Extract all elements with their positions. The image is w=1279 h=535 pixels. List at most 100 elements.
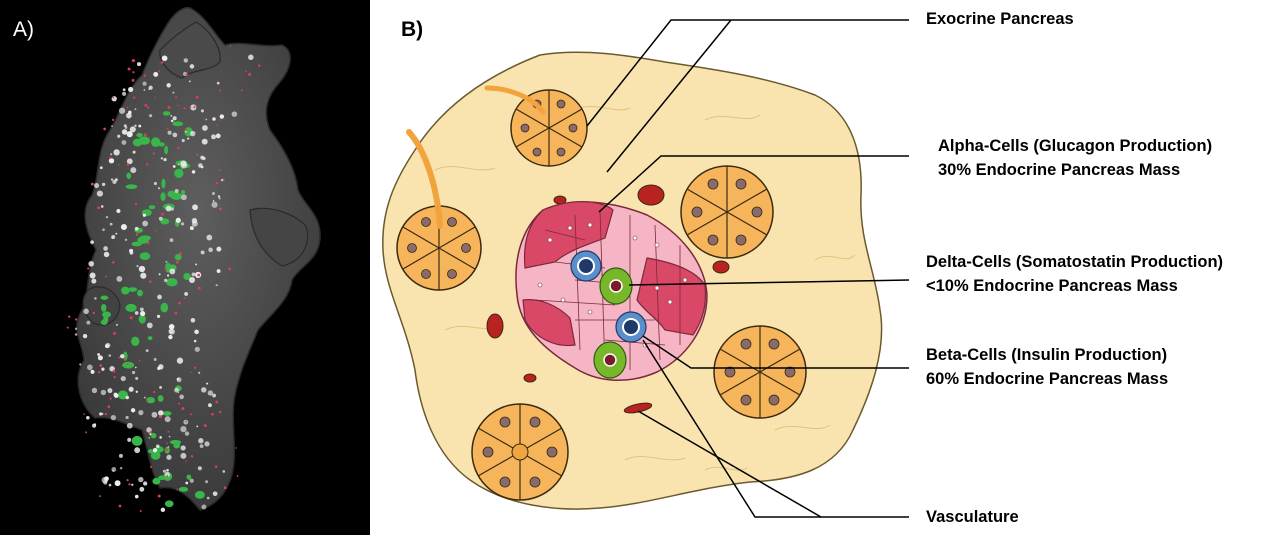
red-speck: [132, 59, 135, 62]
red-speck: [85, 431, 87, 433]
white-cell: [184, 292, 188, 296]
red-speck: [248, 73, 251, 76]
green-cell: [126, 184, 138, 189]
callout-vasculature: Vasculature: [926, 505, 1019, 529]
acinus-top: [511, 90, 587, 166]
white-cell: [109, 158, 114, 163]
red-speck: [87, 267, 89, 269]
red-speck: [112, 261, 115, 264]
white-cell: [223, 470, 226, 473]
red-speck: [161, 61, 164, 64]
white-cell: [208, 403, 212, 407]
white-cell: [117, 135, 120, 138]
red-speck: [148, 241, 150, 243]
red-speck: [144, 75, 146, 77]
panel-b-islet-diagram: B) Exocrine Pancreas Alpha-Cells (Glucag…: [375, 0, 1279, 535]
red-speck: [113, 332, 116, 335]
green-cell: [149, 205, 156, 209]
white-cell: [189, 80, 191, 82]
white-cell: [111, 236, 114, 239]
red-speck: [113, 370, 116, 373]
red-speck: [235, 447, 236, 448]
green-cell: [179, 487, 188, 492]
white-cell: [133, 151, 136, 154]
acinus-upper-right: [681, 166, 773, 258]
white-cell: [135, 367, 137, 369]
white-cell: [192, 273, 196, 277]
green-cell: [165, 500, 174, 507]
white-cell: [90, 273, 96, 279]
white-cell: [127, 131, 133, 137]
white-cell: [181, 194, 187, 200]
green-cell: [163, 411, 172, 416]
red-speck: [114, 376, 116, 378]
white-cell: [192, 204, 198, 210]
red-speck: [219, 89, 221, 91]
red-speck: [193, 106, 195, 108]
white-cell: [159, 386, 162, 389]
white-cell: [207, 497, 210, 500]
white-cell: [92, 424, 96, 428]
white-cell: [79, 363, 81, 365]
white-cell: [114, 393, 118, 397]
green-cell: [166, 278, 177, 286]
white-cell: [165, 416, 171, 422]
red-speck: [176, 261, 179, 264]
white-cell: [212, 202, 218, 208]
green-cell: [126, 304, 137, 312]
red-speck: [103, 128, 106, 131]
green-cell: [170, 440, 181, 444]
white-cell: [198, 372, 200, 374]
white-cell: [115, 480, 121, 486]
green-cell: [122, 362, 134, 369]
red-speck: [197, 274, 200, 277]
white-cell: [112, 180, 116, 184]
red-speck: [150, 466, 152, 468]
red-speck: [129, 367, 131, 369]
callout-delta-line1: Delta-Cells (Somatostatin Production): [926, 250, 1223, 274]
green-cell: [160, 303, 168, 313]
white-cell: [159, 273, 161, 275]
white-cell: [83, 309, 89, 315]
red-speck: [105, 276, 107, 278]
white-cell: [143, 214, 146, 217]
white-cell: [112, 96, 117, 101]
red-speck: [258, 65, 260, 67]
green-cell: [126, 173, 131, 179]
red-speck: [128, 483, 130, 485]
red-speck: [237, 475, 239, 477]
white-cell: [123, 88, 126, 91]
red-speck: [167, 431, 169, 433]
acinus-bottom: [472, 404, 568, 500]
green-cell: [139, 136, 150, 145]
red-speck: [153, 391, 155, 393]
white-cell: [157, 315, 160, 318]
white-cell: [195, 347, 200, 352]
white-cell: [217, 82, 220, 85]
white-cell: [190, 104, 196, 110]
red-speck: [219, 169, 221, 171]
red-speck: [118, 164, 119, 165]
white-cell: [121, 376, 126, 381]
white-cell: [173, 165, 176, 168]
white-cell: [205, 119, 207, 121]
white-cell: [196, 272, 198, 274]
white-cell: [201, 505, 206, 510]
white-cell: [122, 92, 126, 96]
white-cell: [168, 335, 172, 339]
white-cell: [148, 88, 150, 90]
white-cell: [159, 217, 163, 221]
red-speck: [219, 207, 222, 210]
white-cell: [248, 55, 253, 60]
white-cell: [192, 221, 198, 227]
red-speck: [126, 479, 128, 481]
red-speck: [181, 407, 184, 410]
red-speck: [83, 413, 85, 415]
white-cell: [147, 323, 153, 329]
white-cell: [137, 62, 141, 66]
callout-beta-line1: Beta-Cells (Insulin Production): [926, 343, 1168, 367]
green-cell: [131, 337, 139, 346]
white-cell: [153, 72, 158, 77]
red-speck: [158, 70, 160, 72]
red-speck: [186, 73, 189, 76]
